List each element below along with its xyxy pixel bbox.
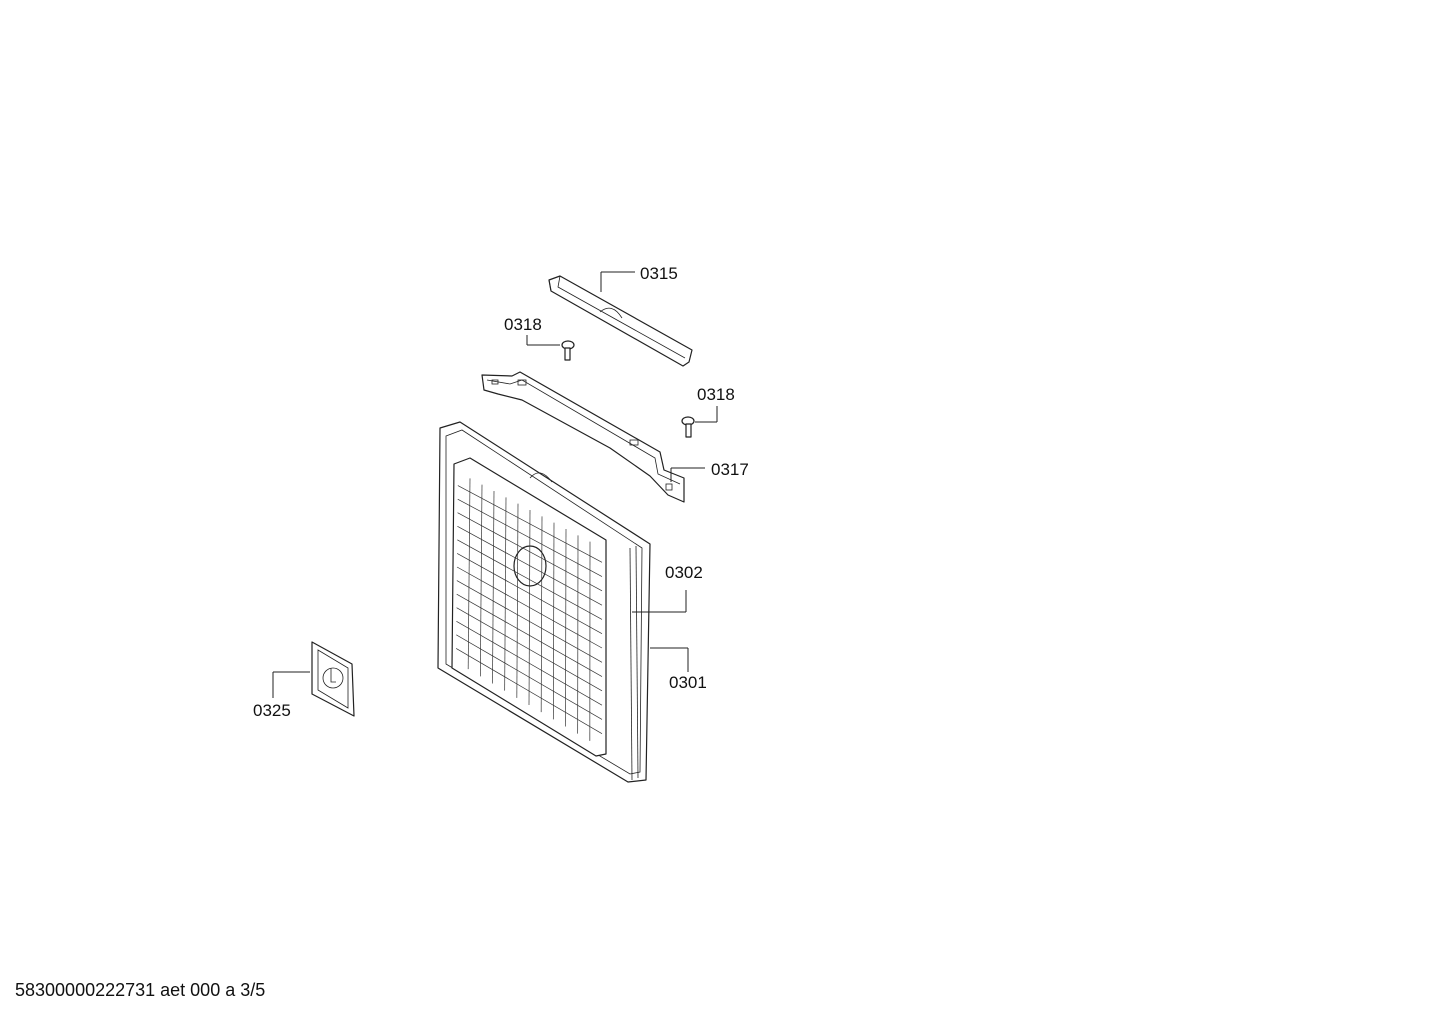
callout-0325: 0325 [253,701,291,720]
leader-0301 [650,647,689,672]
part-0317-bracket [481,371,705,503]
callout-0315: 0315 [640,264,678,283]
leader-0302 [632,590,687,613]
callout-0302: 0302 [665,563,703,582]
callout-0318-upper: 0318 [504,315,542,334]
part-0318-screw-upper [526,335,575,361]
filter-grid-mesh [455,478,603,741]
callout-0301: 0301 [669,673,707,692]
callout-0318-right: 0318 [697,385,735,404]
part-0325-plate [272,641,355,717]
part-0315-cover-strip [548,271,693,367]
part-0318-screw-right [681,406,718,438]
part-0301-filter-frame [437,421,651,783]
callout-0317: 0317 [711,460,749,479]
document-footer-code: 58300000222731 aet 000 a 3/5 [15,980,266,1000]
